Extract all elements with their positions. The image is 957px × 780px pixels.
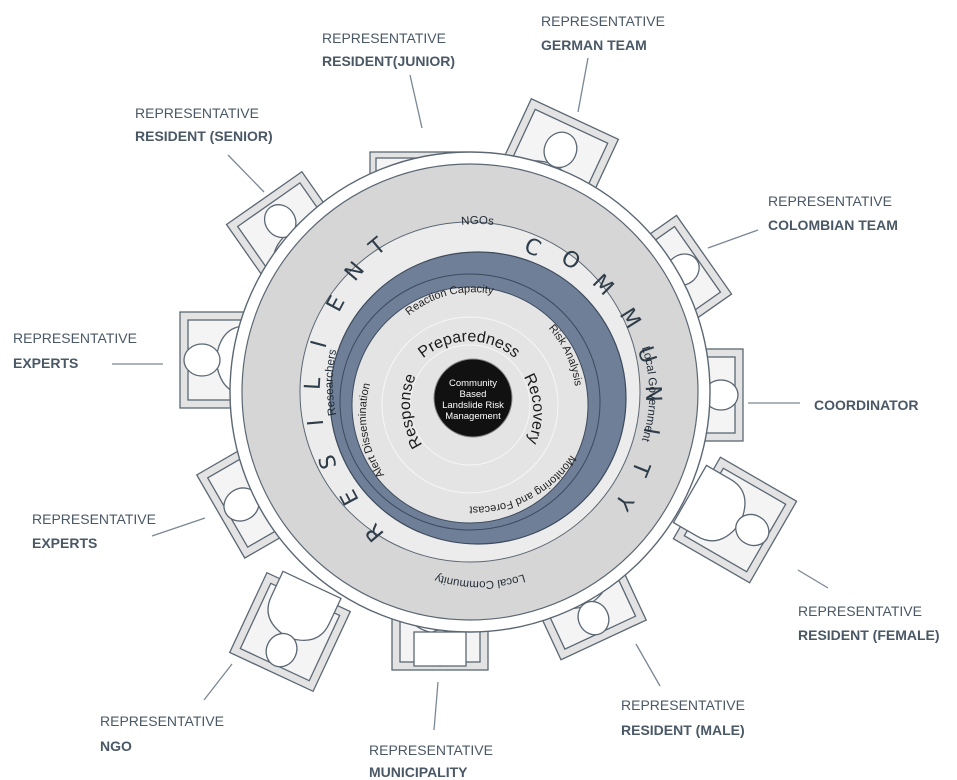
inner-guides [381,316,559,494]
participant-resident-female [672,456,798,584]
role-label-line1: REPRESENTATIVE [541,13,665,29]
role-label-german-team: REPRESENTATIVE GERMAN TEAM [541,13,665,53]
role-label-line2: RESIDENT (MALE) [621,722,745,738]
ring-letter: I [638,426,664,437]
ring-letter: I [304,418,329,427]
role-label-line1: REPRESENTATIVE [369,742,493,758]
role-label-experts-lower: REPRESENTATIVE EXPERTS [32,511,156,551]
center-disc [433,358,513,438]
role-label-line2: NGO [100,738,132,754]
role-label-resident-male: REPRESENTATIVE RESIDENT (MALE) [621,697,745,738]
center-label-line: Management [445,411,501,422]
ring-letter: L [301,376,327,390]
center-label-line: Landslide Risk [442,400,504,411]
role-label-resident-female: REPRESENTATIVE RESIDENT (FEMALE) [798,603,940,643]
role-label-line2: COORDINATOR [814,397,918,413]
ring-letter: N [640,385,666,402]
role-label-coordinator: COORDINATOR [814,397,918,413]
role-label-line2: EXPERTS [13,355,78,371]
role-label-line1: REPRESENTATIVE [798,603,922,619]
role-label-line2: RESIDENT (FEMALE) [798,627,940,643]
role-label-municipality: REPRESENTATIVE MUNICIPALITY [369,742,493,780]
role-label-line2: MUNICIPALITY [369,764,468,780]
ring-letter: S [315,452,343,472]
role-label-line2: RESIDENT(JUNIOR) [322,53,455,69]
role-label-line1: REPRESENTATIVE [768,193,892,209]
role-label-line1: REPRESENTATIVE [621,697,745,713]
participant-ngo [228,570,352,693]
role-label-experts-upper: REPRESENTATIVE EXPERTS [13,330,137,371]
role-label-ngo: REPRESENTATIVE NGO [100,713,224,754]
role-label-resident-junior: REPRESENTATIVE RESIDENT(JUNIOR) [322,30,455,69]
center-label-line: Based [460,389,487,400]
role-label-resident-senior: REPRESENTATIVE RESIDENT (SENIOR) [135,105,273,144]
role-label-line1: REPRESENTATIVE [13,330,137,346]
center-label: Community Based Landslide Risk Managemen… [442,378,504,422]
role-label-line1: REPRESENTATIVE [135,105,259,121]
role-label-line1: REPRESENTATIVE [32,511,156,527]
role-label-line2: GERMAN TEAM [541,37,647,53]
role-label-line2: COLOMBIAN TEAM [768,217,898,233]
band-label-top: NGOs [461,215,495,228]
center-label-line: Community [449,378,497,389]
role-label-colombian-team: REPRESENTATIVE COLOMBIAN TEAM [768,193,898,233]
role-label-line2: RESIDENT (SENIOR) [135,128,273,144]
role-label-line1: REPRESENTATIVE [322,30,446,46]
ring-letter: U [632,343,661,366]
role-label-line1: REPRESENTATIVE [100,713,224,729]
leader-lines [112,57,829,731]
role-label-line2: EXPERTS [32,535,97,551]
